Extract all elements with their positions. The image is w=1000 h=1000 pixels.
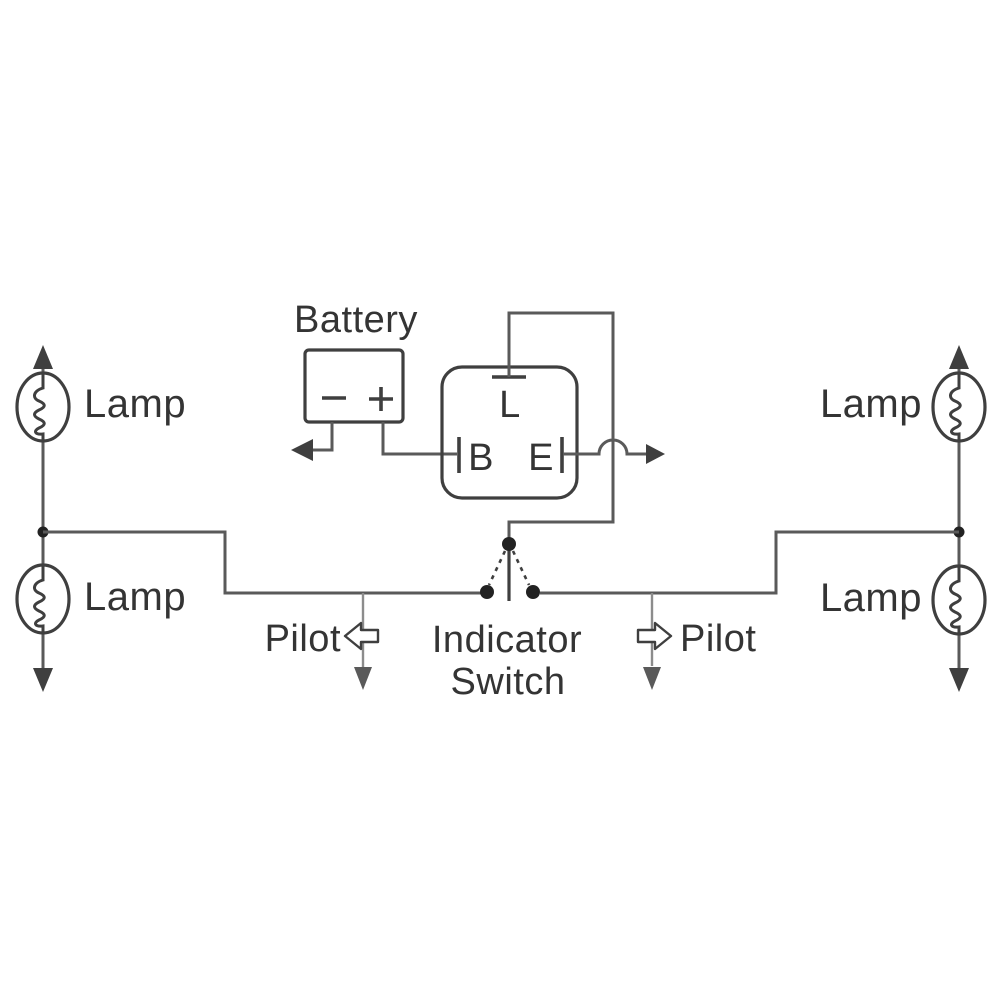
battery-negative-wire xyxy=(312,422,334,452)
lamp-label-top-right: Lamp xyxy=(820,382,922,426)
down-arrow-icon xyxy=(33,668,53,692)
terminal-e-label: E xyxy=(528,437,554,479)
right-bus-wire xyxy=(540,530,959,595)
left-lamp-branch: Lamp Lamp xyxy=(15,345,186,692)
indicator-switch-label-line1: Indicator xyxy=(432,619,582,661)
battery-label: Battery xyxy=(294,299,418,341)
lamp-icon-top-right xyxy=(931,371,987,443)
indicator-switch-label-line2: Switch xyxy=(451,661,566,703)
up-arrow-icon xyxy=(33,345,53,369)
switch-throw-right xyxy=(511,550,531,586)
switch-throw-left xyxy=(487,550,507,586)
plus-terminal-icon xyxy=(369,387,393,411)
pilot-right-arrow-icon xyxy=(636,621,673,651)
indicator-switch: Indicator Switch xyxy=(432,537,582,703)
pilot-right: Pilot xyxy=(636,593,756,690)
l-terminal-loop-wire xyxy=(507,311,615,538)
up-arrow-icon xyxy=(949,345,969,369)
e-output-wire xyxy=(563,438,650,456)
down-arrow-icon xyxy=(643,667,661,690)
pilot-left-arrow-icon xyxy=(343,621,380,651)
battery-box xyxy=(303,348,405,424)
lamp-label-bottom-right: Lamp xyxy=(820,576,922,620)
left-bus-wire xyxy=(43,530,482,595)
switch-left-contact xyxy=(480,585,494,599)
lamp-icon-top-left xyxy=(15,371,71,443)
lamp-label-top-left: Lamp xyxy=(84,382,186,426)
pilot-right-label: Pilot xyxy=(680,618,756,660)
switch-common-contact xyxy=(502,537,516,551)
pilot-left: Pilot xyxy=(265,593,380,690)
terminal-l-label: L xyxy=(499,384,521,426)
lamp-icon-bottom-left xyxy=(15,563,71,635)
battery: Battery xyxy=(291,299,457,461)
lamp-label-bottom-left: Lamp xyxy=(84,575,186,619)
terminal-b-label: B xyxy=(468,437,494,479)
right-arrow-icon xyxy=(646,444,665,464)
battery-positive-wire xyxy=(381,422,457,456)
down-arrow-icon xyxy=(949,668,969,692)
left-arrow-icon xyxy=(291,439,313,461)
lamp-icon-bottom-right xyxy=(931,564,987,636)
flasher-relay: L B E xyxy=(440,365,579,500)
down-arrow-icon xyxy=(354,667,372,690)
pilot-left-label: Pilot xyxy=(265,618,341,660)
right-lamp-branch: Lamp Lamp xyxy=(820,345,987,692)
switch-right-contact xyxy=(526,585,540,599)
e-output xyxy=(563,438,665,464)
